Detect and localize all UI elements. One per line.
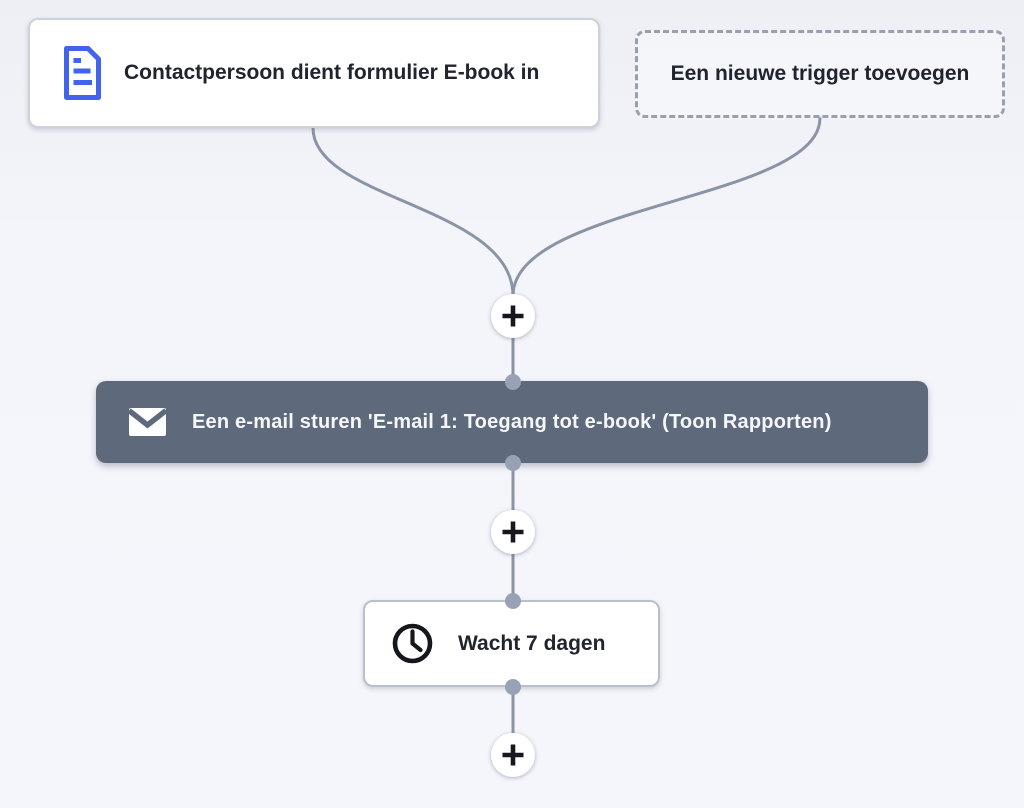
- form-document-icon: [60, 45, 105, 101]
- trigger-node-label: Contactpersoon dient formulier E-book in: [124, 61, 540, 84]
- trigger-node-form-submission[interactable]: Contactpersoon dient formulier E-book in: [28, 18, 600, 128]
- wait-node-label: Wacht 7 dagen: [458, 631, 606, 655]
- add-step-button-middle[interactable]: [491, 510, 535, 554]
- connector-dot: [505, 374, 521, 390]
- wait-node[interactable]: Wacht 7 dagen: [363, 600, 660, 687]
- plus-icon: [502, 521, 524, 543]
- plus-icon: [502, 305, 524, 327]
- email-action-node[interactable]: Een e-mail sturen 'E-mail 1: Toegang tot…: [96, 381, 928, 463]
- add-trigger-label: Een nieuwe trigger toevoegen: [670, 62, 970, 85]
- clock-icon: [390, 621, 435, 666]
- add-step-button-top[interactable]: [491, 294, 535, 338]
- connector-dot: [505, 455, 521, 471]
- add-trigger-button[interactable]: Een nieuwe trigger toevoegen: [635, 30, 1005, 118]
- add-step-button-bottom[interactable]: [491, 733, 535, 777]
- email-action-label: Een e-mail sturen 'E-mail 1: Toegang tot…: [192, 410, 832, 433]
- connector-dot: [505, 679, 521, 695]
- plus-icon: [502, 744, 524, 766]
- envelope-icon: [129, 408, 166, 436]
- connector-dot: [505, 593, 521, 609]
